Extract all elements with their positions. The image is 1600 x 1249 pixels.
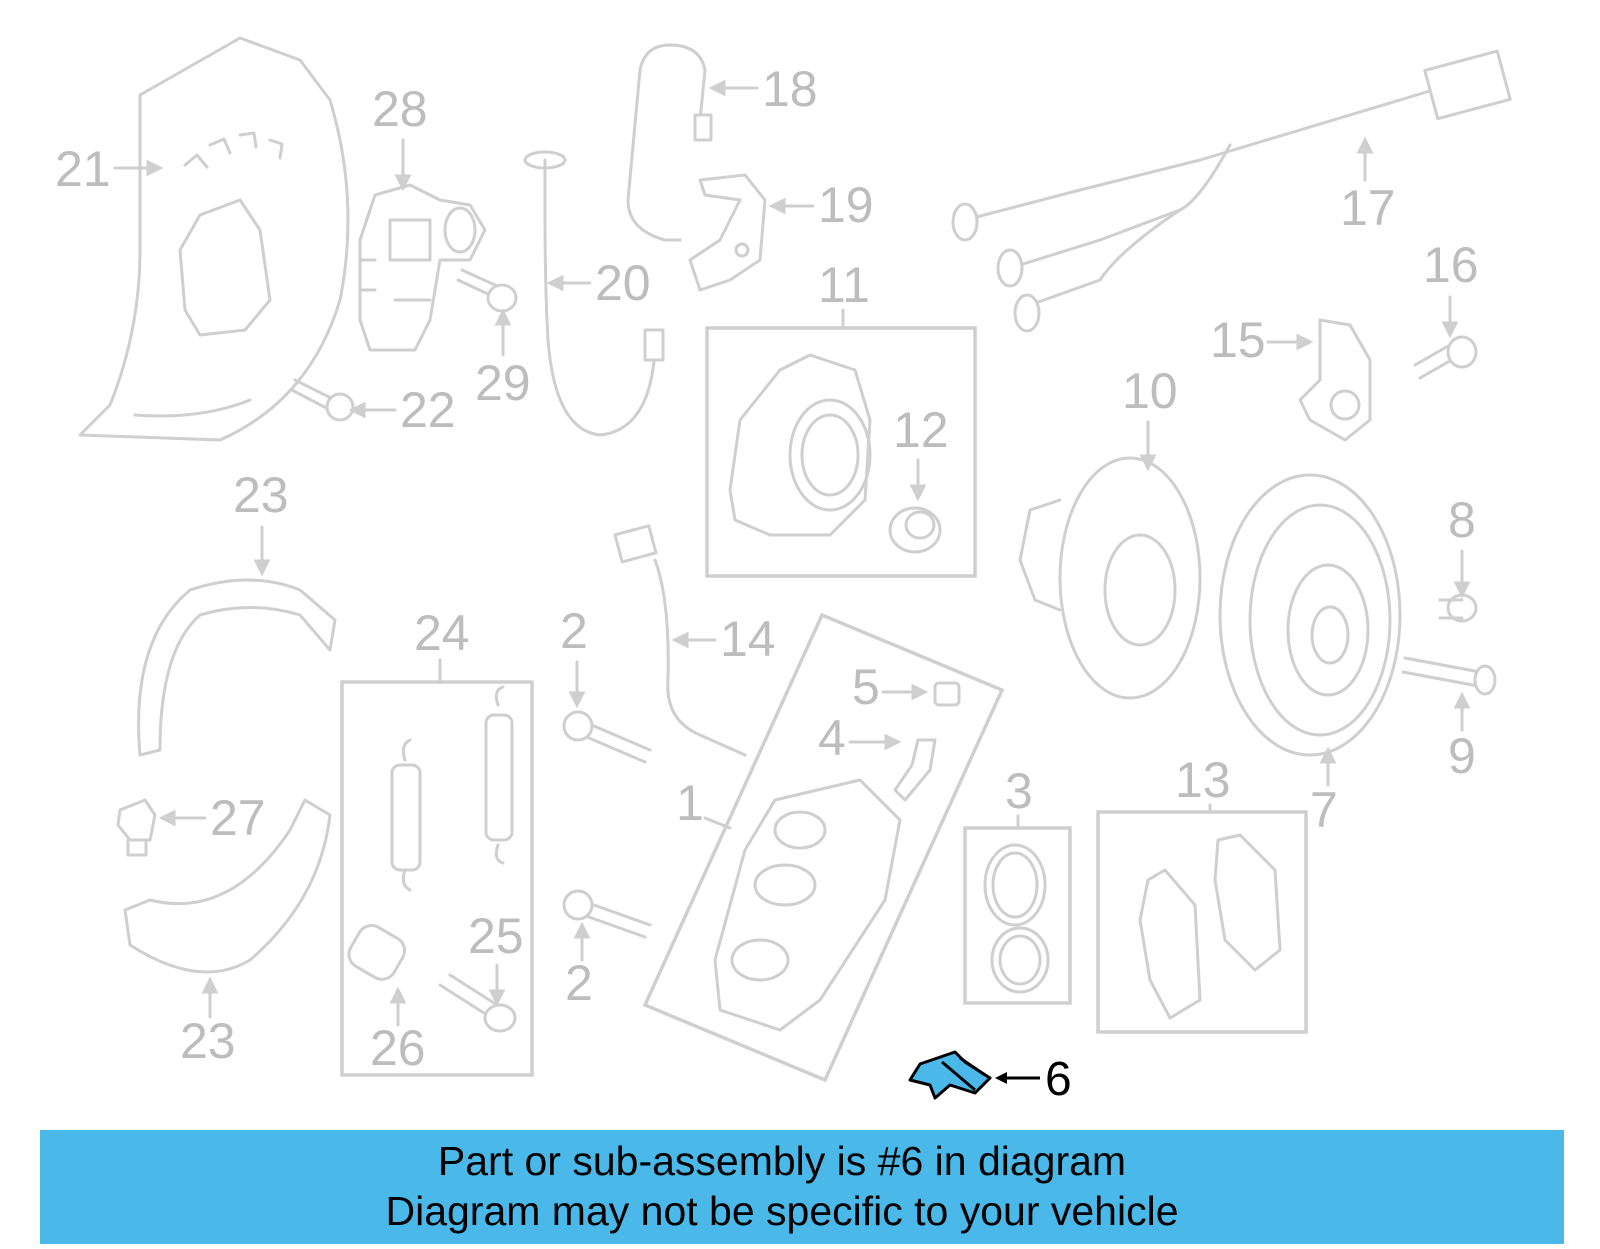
- box-11: [705, 326, 977, 578]
- arrow-26: [389, 986, 407, 1027]
- part-4-bleeder: [893, 738, 937, 802]
- arrow-25: [488, 963, 506, 1007]
- arrow-21: [113, 159, 164, 177]
- arrow-4: [848, 733, 902, 751]
- label-20: 20: [595, 255, 651, 311]
- label-12: 12: [893, 402, 949, 458]
- part-9-bolt: [1401, 656, 1497, 696]
- arrow-23-top: [253, 525, 271, 577]
- arrow-20: [546, 274, 592, 292]
- arrow-15: [1266, 333, 1314, 351]
- label-1: 1: [676, 775, 704, 831]
- label-27: 27: [210, 790, 266, 846]
- part-13-brake-pads: [1138, 833, 1282, 1020]
- part-29-bolt: [456, 268, 518, 313]
- label-15: 15: [1210, 312, 1266, 368]
- arrow-9: [1453, 691, 1471, 732]
- part-7-rotor: [1218, 473, 1402, 757]
- label-25: 25: [468, 908, 524, 964]
- part-10-hub: [1018, 456, 1202, 700]
- label-24: 24: [414, 605, 470, 661]
- arrow-2-bottom: [573, 921, 591, 962]
- part-23-brake-shoe-lower: [123, 798, 332, 974]
- label-7: 7: [1310, 782, 1338, 838]
- part-15-speed-sensor: [1298, 318, 1372, 442]
- part-27-adjuster: [116, 798, 157, 857]
- arrow-27: [158, 809, 207, 827]
- part-11-wheel-carrier: [728, 353, 872, 537]
- part-16-bolt: [1413, 335, 1478, 380]
- part-5-cap: [933, 681, 961, 707]
- arrow-10: [1139, 420, 1157, 472]
- label-16: 16: [1423, 237, 1479, 293]
- label-8: 8: [1448, 492, 1476, 548]
- part-12-bushing: [888, 506, 942, 554]
- part-19-bracket: [688, 173, 767, 292]
- label-5: 5: [852, 659, 880, 715]
- arrow-18: [708, 79, 759, 97]
- arrow-7: [1319, 746, 1337, 787]
- part-2-bolt-lower: [562, 889, 652, 939]
- banner-line-2: Diagram may not be specific to your vehi…: [385, 1188, 1179, 1234]
- part-28-parking-brake-unit: [358, 183, 487, 352]
- part-23-brake-shoe-upper: [137, 578, 337, 757]
- label-22: 22: [400, 382, 456, 438]
- leader-1: [703, 816, 732, 830]
- label-23-top: 23: [233, 467, 289, 523]
- part-8-nut: [1438, 593, 1478, 623]
- part-22-bolt: [290, 378, 355, 422]
- label-14: 14: [720, 611, 776, 667]
- part-6-highlighted-clip: [908, 1050, 992, 1100]
- label-21: 21: [55, 141, 111, 197]
- label-23-bottom: 23: [180, 1013, 236, 1069]
- box-24: [340, 680, 534, 1077]
- part-3-seals: [983, 843, 1050, 994]
- label-4: 4: [818, 710, 846, 766]
- label-18: 18: [762, 61, 818, 117]
- label-19: 19: [818, 177, 874, 233]
- arrow-29: [494, 308, 512, 357]
- arrow-16: [1441, 295, 1459, 339]
- label-10: 10: [1122, 363, 1178, 419]
- label-6-highlighted: 6: [1045, 1053, 1072, 1106]
- arrow-2-top: [568, 660, 586, 709]
- part-24-springs: [347, 685, 517, 1033]
- part-1-caliper: [713, 778, 902, 1032]
- box-13: [1096, 810, 1308, 1034]
- part-20-brake-hose: [523, 150, 665, 437]
- label-11: 11: [818, 257, 870, 313]
- part-17-wear-sensor-harness: [951, 49, 1512, 333]
- arrow-23-bottom: [201, 976, 219, 1019]
- part-18-brake-line: [626, 43, 713, 242]
- label-26: 26: [370, 1020, 426, 1076]
- label-2-top: 2: [560, 603, 588, 659]
- label-3: 3: [1005, 763, 1033, 819]
- arrow-14: [671, 631, 717, 649]
- label-9: 9: [1448, 728, 1476, 784]
- banner-line-1: Part or sub-assembly is #6 in diagram: [437, 1138, 1127, 1184]
- arrow-5: [881, 683, 929, 701]
- part-2-bolt-upper: [562, 710, 652, 764]
- arrow-19: [768, 197, 815, 215]
- arrow-12: [909, 458, 927, 502]
- arrow-28: [394, 138, 412, 192]
- box-1: [642, 612, 1005, 1083]
- arrow-6: [995, 1072, 1040, 1084]
- label-13: 13: [1175, 752, 1231, 808]
- arrow-22: [348, 401, 397, 419]
- part-14-wear-sensor: [613, 524, 747, 757]
- part-21-dust-shield: [78, 36, 350, 442]
- info-banner: Part or sub-assembly is #6 in diagram Di…: [40, 1130, 1564, 1244]
- label-29: 29: [475, 355, 531, 411]
- label-2-bottom: 2: [565, 955, 593, 1011]
- arrow-8: [1453, 549, 1471, 599]
- label-17: 17: [1340, 180, 1396, 236]
- label-28: 28: [372, 81, 428, 137]
- arrow-17: [1356, 136, 1374, 182]
